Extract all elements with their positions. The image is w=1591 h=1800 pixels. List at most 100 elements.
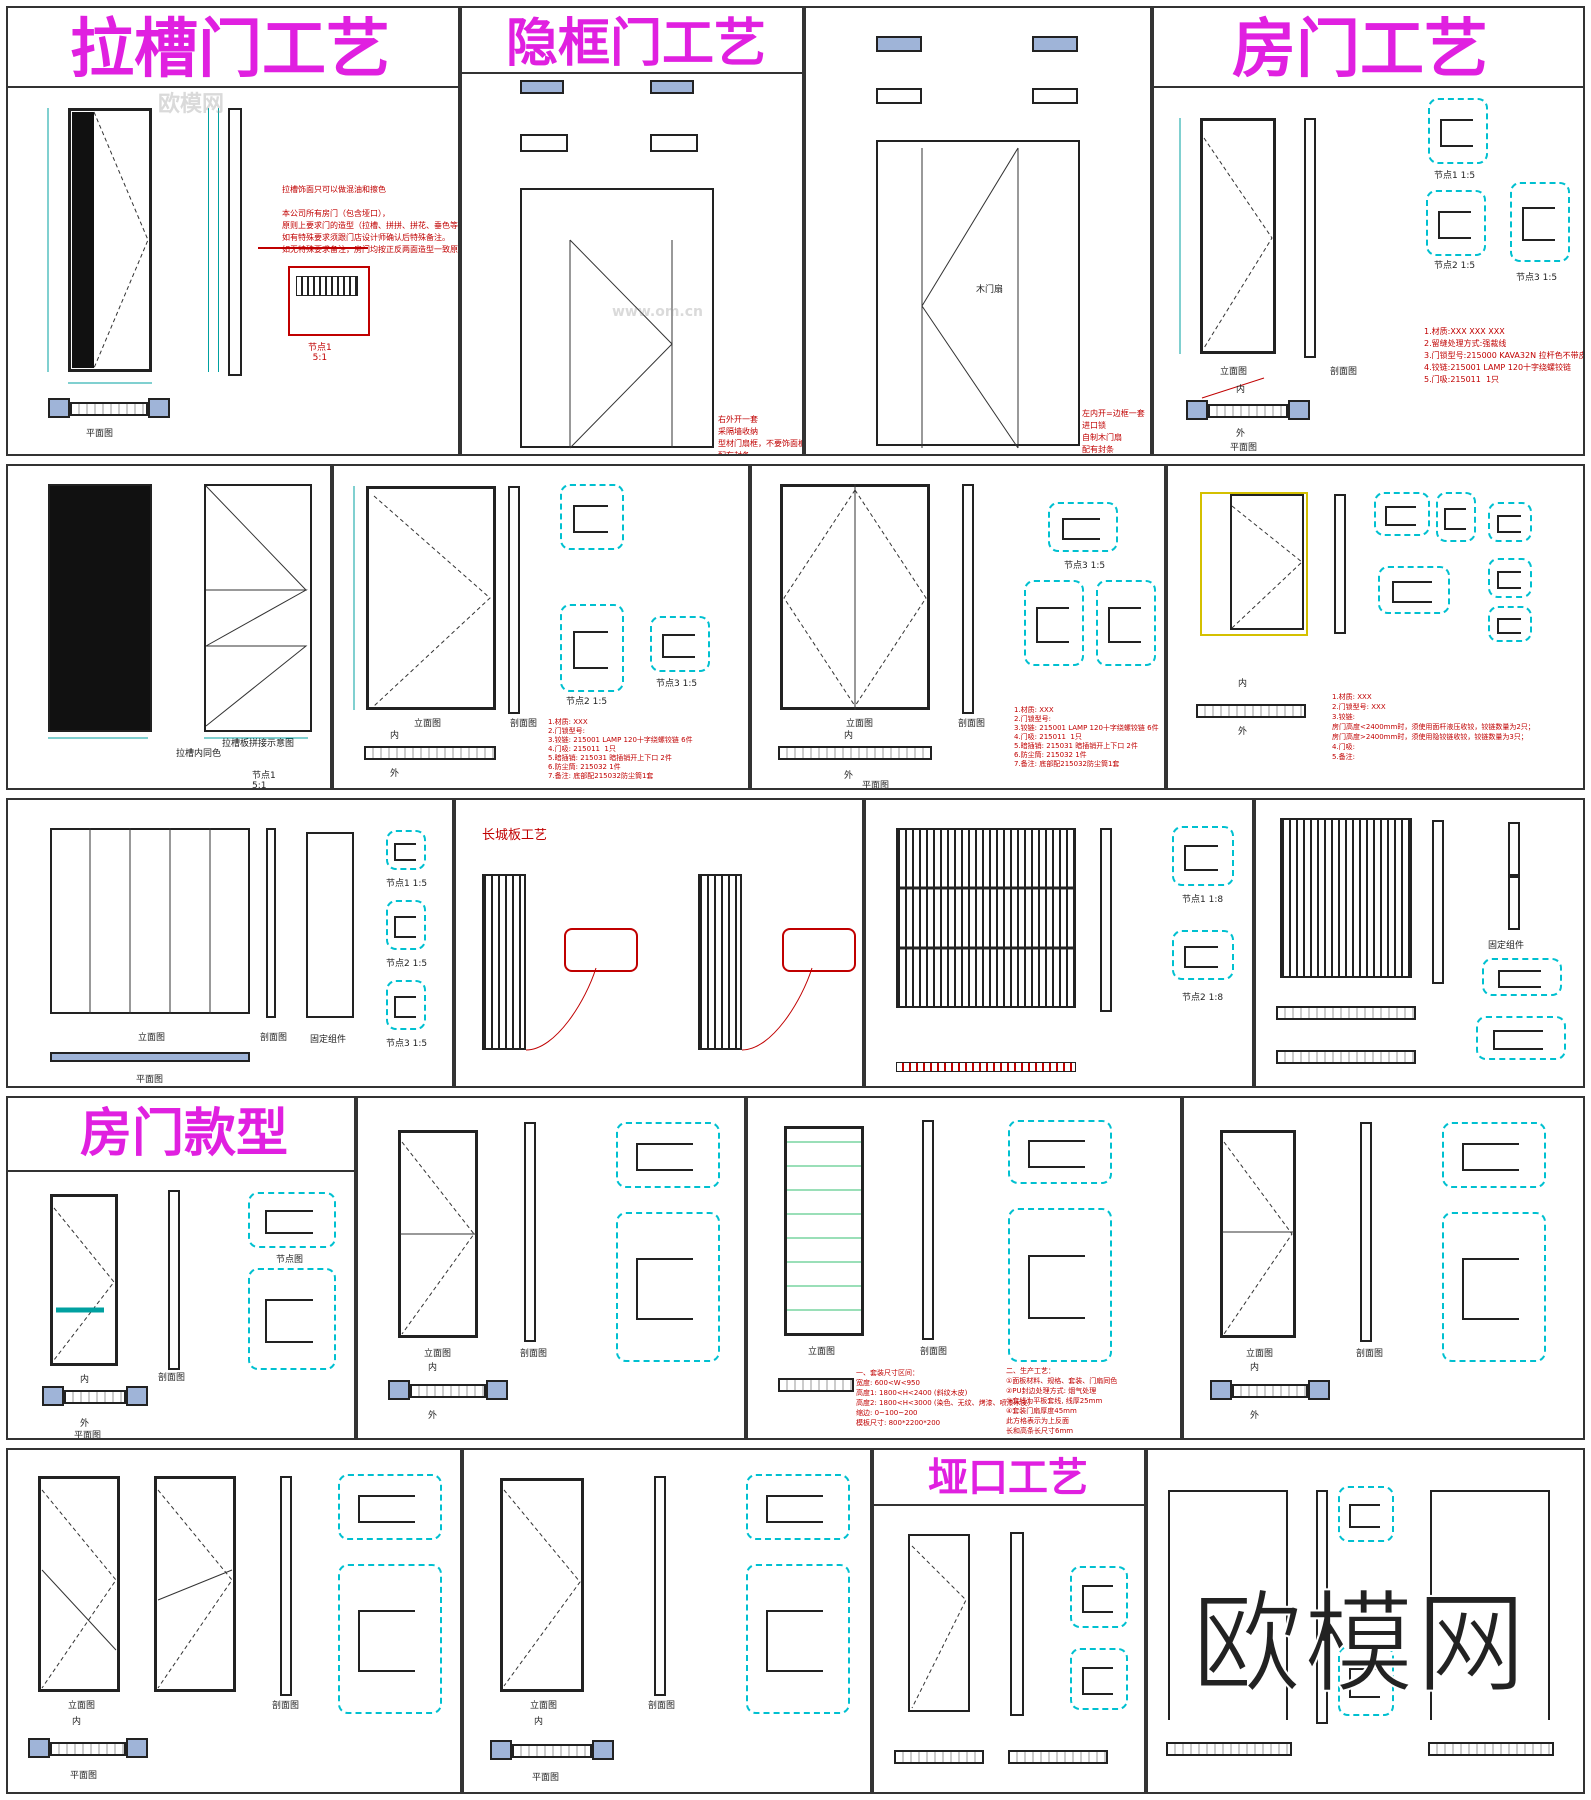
panel-style-5: 立面图 剖面图 内 平面图: [6, 1448, 462, 1794]
style-door-lines: [400, 1141, 476, 1335]
node1-label: 节点1 1:5: [386, 879, 428, 889]
panel-arch-opening: 欧模网: [1146, 1448, 1585, 1794]
single-door-elevation: [366, 486, 496, 710]
node3-label: 节点3 1:5: [1516, 273, 1558, 283]
plan-strip: [50, 1052, 250, 1062]
plan-door: [1166, 1742, 1292, 1756]
long-board-panel-right: [698, 874, 742, 1050]
node-detail: [1374, 492, 1430, 536]
slot-splice-door: [204, 484, 312, 732]
node-detail: [1378, 566, 1450, 614]
brand-watermark: 欧模网: [1191, 1579, 1528, 1709]
room-door-lines: [1179, 118, 1273, 399]
node-detail: [1436, 492, 1476, 542]
slat-panel: [1280, 818, 1412, 978]
inside-label: 内: [534, 1717, 544, 1727]
long-board-title: 长城板工艺: [482, 828, 548, 843]
panel-style-2: 立面图 剖面图 内 外: [356, 1096, 746, 1440]
section-label: 剖面图: [1330, 367, 1358, 377]
section-label: 剖面图: [260, 1033, 288, 1043]
node-d1-label: 节点图: [276, 1255, 304, 1265]
plan-wall-right: [1032, 36, 1078, 52]
section-label: 剖面图: [958, 719, 986, 729]
dim-line: [208, 108, 209, 372]
elevation-label: 立面图: [808, 1347, 836, 1357]
sliding-door-spec: 1.材质: XXX 2.门锁型号: XXX 3.铰链: 房门高度<2400mm时…: [1332, 693, 1535, 761]
inside-label: 内: [390, 731, 400, 741]
section-label: 剖面图: [1356, 1349, 1384, 1359]
room-door-spec: 1.材质:XXX XXX XXX 2.留缝处理方式:强裁线 3.门锁型号:215…: [1424, 327, 1583, 384]
node-detail: [1488, 606, 1532, 642]
section-profile: [280, 1476, 292, 1696]
elevation-label: 立面图: [414, 719, 442, 729]
inside-label: 内: [1250, 1363, 1260, 1373]
plan-wall-right: [148, 398, 170, 418]
panel-slot-door: 拉槽门工艺 拉槽饰面只可以做混油和擦色 本公司所有房门（包含垭口）， 原则上要求…: [6, 6, 460, 456]
section-profile: [1010, 1532, 1024, 1716]
section-label: 剖面图: [510, 719, 538, 729]
wood-door-frame: [876, 140, 1080, 446]
inside-label: 内: [80, 1375, 90, 1385]
style-door-elevation-b: [154, 1476, 236, 1692]
plan-wall-right: [126, 1738, 148, 1758]
fixed-panel-elevation: [50, 828, 250, 1014]
node-detail-2: [1172, 930, 1234, 980]
board-leader-lines: [525, 967, 813, 1051]
node-detail: [1476, 1016, 1566, 1060]
node-d1: [1442, 1122, 1546, 1188]
section-profile: [1360, 1122, 1372, 1342]
section-label: 剖面图: [920, 1347, 948, 1357]
style-door-lines: [41, 1489, 233, 1689]
style-door-elevation-a: [38, 1476, 120, 1692]
sliding-door-frame: [1200, 492, 1308, 636]
plan-wall-left: [42, 1386, 64, 1406]
inside-label: 内: [844, 731, 854, 741]
node2-label: 节点2 1:5: [386, 959, 428, 969]
title-room-door: 房门工艺: [1232, 13, 1488, 87]
single-door-spec: 1.材质: XXX 2.门锁型号: 3.铰链: 215001 LAMP 120十…: [548, 718, 693, 780]
plan-door: [50, 1742, 126, 1756]
panel-room-door: 房门工艺 立面图 剖面图 节点1 1:5 节点2 1:5 节点3 1:5 1.材…: [1152, 6, 1585, 456]
watermark: 欧模网: [158, 92, 225, 117]
plan-view-label: 平面图: [862, 781, 890, 790]
elevation-label: 立面图: [424, 1349, 452, 1359]
opening-lines: [911, 1545, 967, 1709]
inside-label: 内: [1238, 679, 1248, 689]
node-detail-box: [288, 266, 370, 336]
plan-wall-left: [28, 1738, 50, 1758]
grille-rails: [898, 886, 1074, 950]
plan-view-label: 平面图: [1230, 443, 1258, 453]
section-profile: [524, 1122, 536, 1342]
watermark: www.om.cn: [612, 304, 704, 320]
style-door-elevation: [50, 1194, 118, 1366]
section-profile: [1432, 820, 1444, 984]
style-door-elevation: [784, 1126, 864, 1336]
node-detail-2: [386, 900, 426, 950]
fixed-profile: [1508, 822, 1520, 876]
plan-door: [1232, 1384, 1308, 1398]
panel-slat-door: 固定组件: [1254, 798, 1585, 1088]
outside-label: 外: [1250, 1411, 1260, 1421]
grille-panel: [896, 828, 1076, 1008]
style-door-lines: [503, 1489, 581, 1687]
inside-label: 内: [1236, 385, 1246, 395]
plan-wall-left: [388, 1380, 410, 1400]
plan-view-label: 平面图: [136, 1075, 164, 1085]
wood-leaf-label: 木门扇: [976, 285, 1004, 295]
node-detail-2: [1070, 1648, 1128, 1710]
elevation-label: 立面图: [530, 1701, 558, 1711]
panel-double-door: 立面图 剖面图 节点3 1:5 1.材质: XXX 2.门锁型号: 3.铰链: …: [750, 464, 1166, 790]
panel-sliding-door: 1.材质: XXX 2.门锁型号: XXX 3.铰链: 房门高度<2400mm时…: [1166, 464, 1585, 790]
section-profile: [1316, 1490, 1328, 1724]
wood-door-note: 左内开=边框一套 进口锁 自制木门扇 配有封条: [1082, 409, 1145, 454]
fixed-part-label: 固定组件: [310, 1035, 347, 1045]
node-detail: [1488, 502, 1532, 542]
style-door-lines: [1222, 1141, 1294, 1335]
node-d1: [248, 1192, 336, 1248]
arch-left: [1168, 1490, 1288, 1720]
title-opening: 垭口工艺: [928, 1455, 1088, 1501]
section-label: 剖面图: [272, 1701, 300, 1711]
node-d2: [746, 1564, 850, 1714]
plan-wall-left: [876, 88, 922, 104]
node-d1: [746, 1474, 850, 1540]
